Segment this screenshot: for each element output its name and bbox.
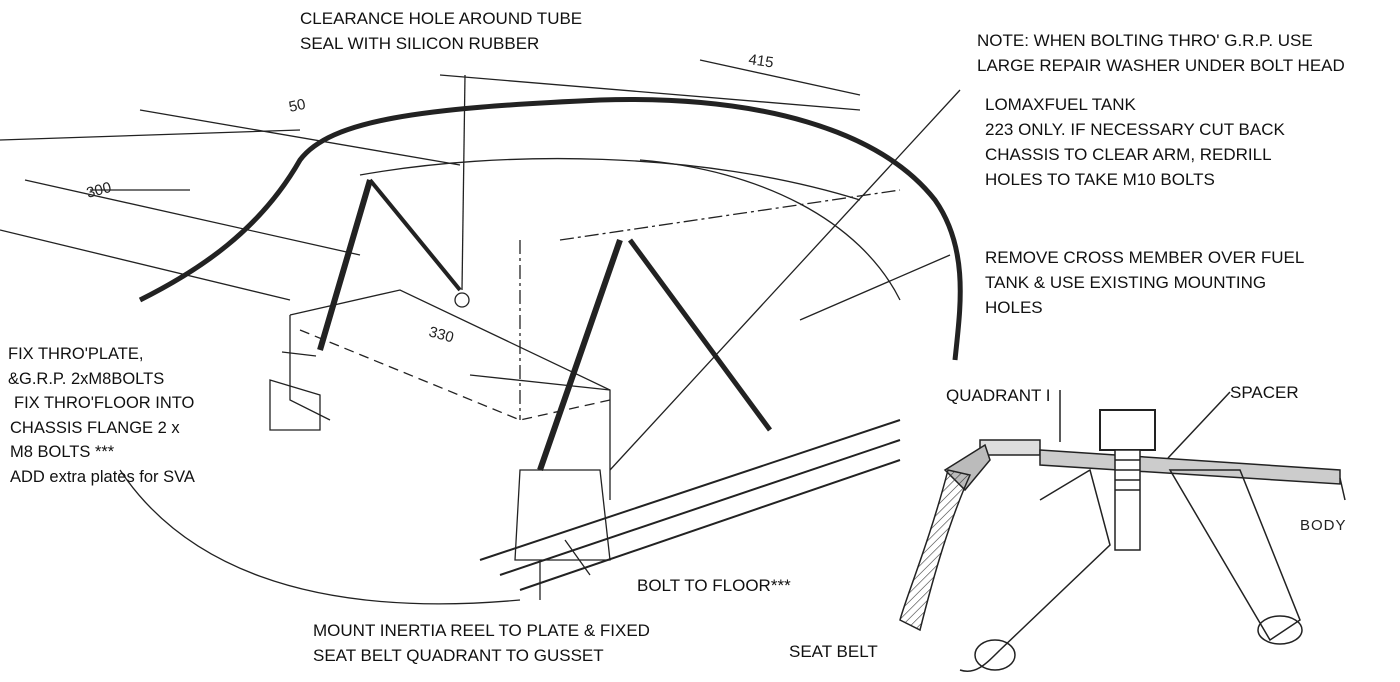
- dimension-415: 415: [747, 51, 774, 71]
- chassis-rail: [519, 459, 901, 591]
- text-line: M8 BOLTS ***: [10, 443, 115, 461]
- centerline: [559, 189, 901, 241]
- text-line: CHASSIS FLANGE 2 x: [10, 418, 180, 437]
- hoop-strut: [627, 238, 773, 432]
- leader-line: [281, 351, 317, 357]
- text-line: SEAT BELT QUADRANT TO GUSSET: [313, 646, 604, 665]
- text-line: LARGE REPAIR WASHER UNDER BOLT HEAD: [977, 56, 1345, 75]
- quadrant-detail: [899, 390, 1346, 672]
- mount-frame: [289, 315, 331, 421]
- bolt-to-floor-label: BOLT TO FLOOR***: [637, 576, 791, 595]
- chassis-rail: [479, 419, 901, 561]
- dimension-line: [24, 179, 361, 256]
- body-contour: [639, 159, 901, 301]
- dimension-50: 50: [287, 96, 307, 116]
- seat-belt-label: SEAT BELT: [789, 642, 878, 661]
- clearance-hole-note: CLEARANCE HOLE AROUND TUBE SEAL WITH SIL…: [300, 6, 582, 56]
- hoop-strut: [317, 179, 373, 351]
- dimension-line: [139, 109, 461, 166]
- dimension-line: [439, 74, 861, 111]
- gusset-plate: [514, 469, 611, 561]
- leader-line: [799, 254, 951, 321]
- cross-member-note: REMOVE CROSS MEMBER OVER FUEL TANK & USE…: [985, 245, 1304, 320]
- text-line: REMOVE CROSS MEMBER OVER FUEL: [985, 248, 1305, 267]
- body-outline: [138, 97, 963, 361]
- dimension-line: [0, 129, 301, 141]
- text-line: HOLES: [985, 298, 1043, 317]
- floor-curve: [119, 469, 521, 605]
- bolting-note: NOTE: WHEN BOLTING THRO' G.R.P. USE LARG…: [977, 28, 1345, 78]
- dimension-330: 330: [427, 323, 456, 346]
- text-line: FIX THRO'PLATE,: [8, 345, 144, 363]
- text-line: HOLES TO TAKE M10 BOLTS: [985, 170, 1215, 189]
- clearance-hole: [454, 292, 470, 308]
- hoop-strut: [537, 239, 623, 471]
- mount-frame: [289, 289, 611, 500]
- text-line: ADD extra plates for SVA: [10, 467, 195, 486]
- dimension-line: [0, 229, 291, 301]
- text-line: CLEARANCE HOLE AROUND TUBE: [300, 9, 583, 28]
- quadrant-label: QUADRANT I: [946, 386, 1051, 405]
- gusset-plate: [269, 379, 321, 431]
- dimension-line: [699, 59, 861, 96]
- text-line: 223 ONLY. IF NECESSARY CUT BACK: [985, 120, 1285, 139]
- text-line: CHASSIS TO CLEAR ARM, REDRILL: [985, 145, 1272, 164]
- fix-plate-note: FIX THRO'PLATE, &G.R.P. 2xM8BOLTS FIX TH…: [8, 342, 195, 489]
- dimension-300: 300: [85, 179, 114, 202]
- lomax-tank-note: LOMAXFUEL TANK 223 ONLY. IF NECESSARY CU…: [985, 92, 1285, 192]
- body-label: BODY: [1300, 517, 1347, 534]
- leader-line: [461, 74, 466, 291]
- text-line: SEAL WITH SILICON RUBBER: [300, 34, 540, 53]
- leader-line: [564, 539, 591, 576]
- leader-line: [609, 89, 961, 471]
- mount-frame: [469, 374, 611, 391]
- mount-inertia-note: MOUNT INERTIA REEL TO PLATE & FIXED SEAT…: [313, 618, 650, 668]
- spacer-label: SPACER: [1230, 383, 1299, 402]
- text-line: NOTE: WHEN BOLTING THRO' G.R.P. USE: [977, 31, 1313, 50]
- body-contour: [359, 157, 861, 201]
- text-line: FIX THRO'FLOOR INTO: [14, 394, 195, 412]
- text-line: TANK & USE EXISTING MOUNTING: [985, 273, 1267, 292]
- chassis-rail: [499, 439, 901, 576]
- text-line: LOMAXFUEL TANK: [985, 95, 1136, 114]
- hoop-strut: [368, 178, 462, 292]
- text-line: &G.R.P. 2xM8BOLTS: [8, 369, 165, 388]
- text-line: MOUNT INERTIA REEL TO PLATE & FIXED: [313, 621, 650, 640]
